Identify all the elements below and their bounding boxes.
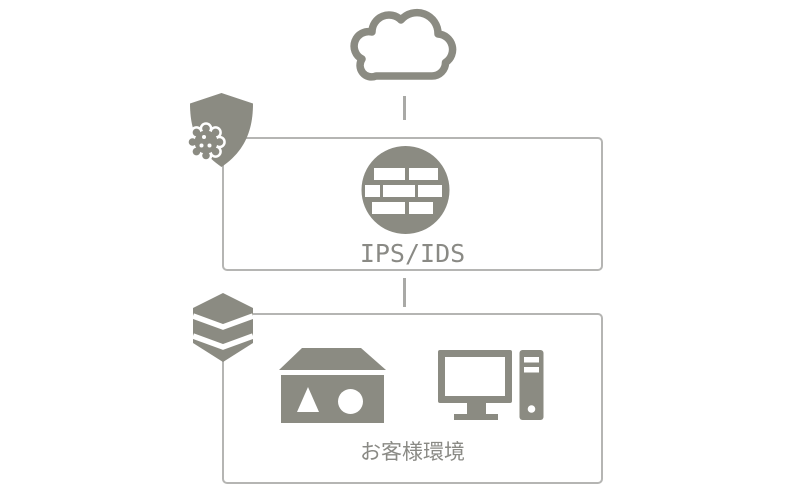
shield-virus-icon — [186, 93, 253, 167]
ips-box: IPS/IDS — [222, 137, 603, 271]
firewall-icon — [361, 146, 450, 234]
customer-box: お客様環境 — [222, 313, 603, 484]
appliance-icon — [279, 348, 386, 423]
ips-label: IPS/IDS — [359, 239, 466, 268]
layer-stack-icon — [192, 293, 254, 362]
virus-icon — [186, 122, 226, 162]
desktop-computer-icon — [438, 350, 544, 420]
connector-ips-to-customer — [403, 278, 406, 307]
connector-internet-to-ips — [403, 96, 406, 120]
cloud-icon — [350, 8, 457, 81]
customer-label: お客様環境 — [360, 440, 465, 464]
tower-icon — [519, 350, 544, 420]
monitor-icon — [438, 350, 512, 420]
